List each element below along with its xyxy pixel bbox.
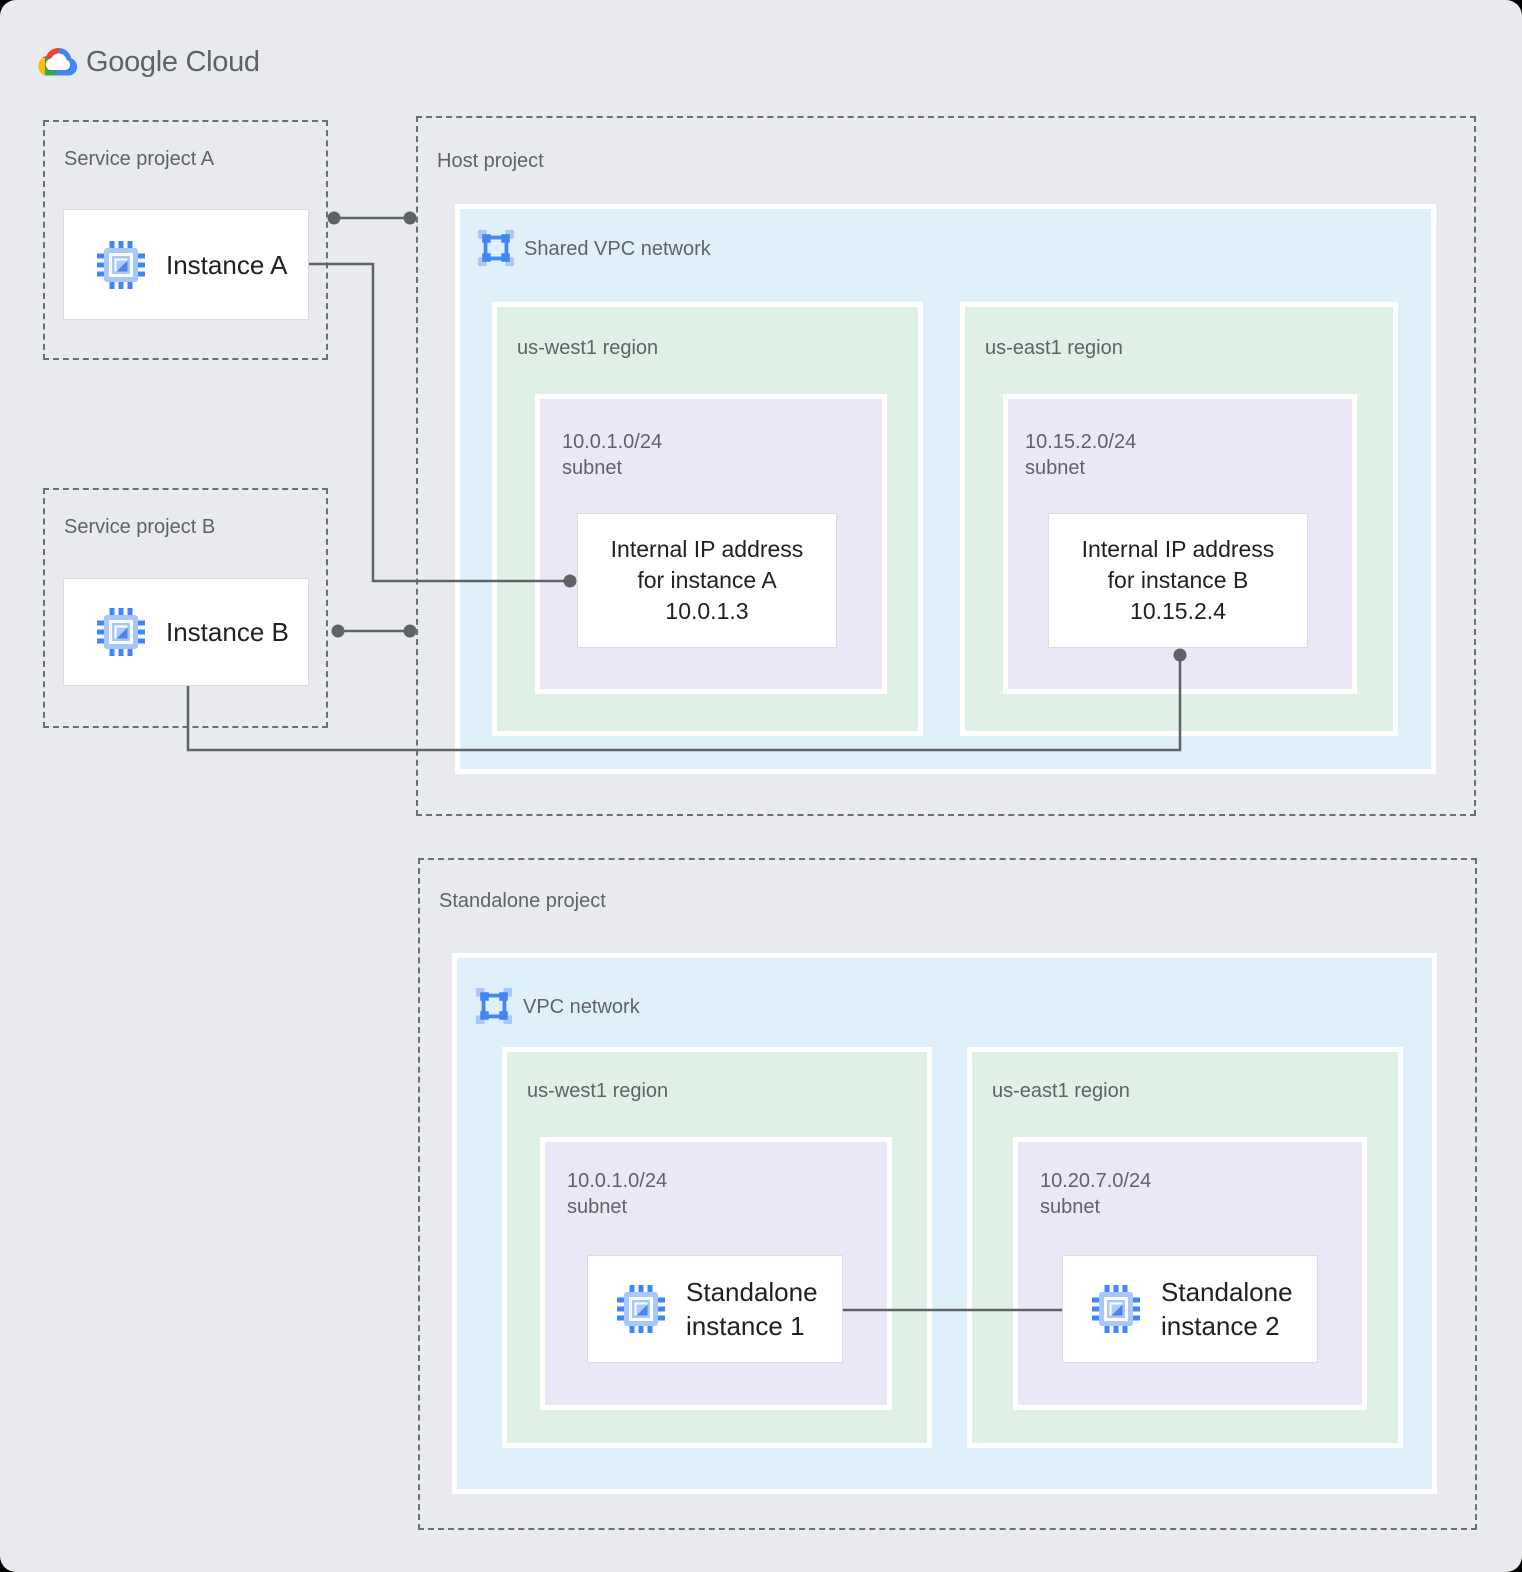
subnet-word: subnet — [1025, 457, 1086, 479]
host-project-label: Host project — [437, 150, 544, 172]
connector-dot — [327, 211, 341, 225]
compute-instance-icon — [97, 240, 145, 289]
subnet-word: subnet — [567, 1196, 628, 1218]
vpc-network-icon — [477, 229, 515, 267]
host-east-subnet-label: 10.15.2.0/24 subnet — [1025, 429, 1136, 481]
host-us-east1-region-label: us-east1 region — [985, 337, 1123, 359]
instance-b-label: Instance B — [166, 617, 289, 647]
ip-card-line: Internal IP address — [1081, 536, 1275, 562]
standalone-us-west1-region-label: us-west1 region — [527, 1080, 669, 1102]
subnet-cidr: 10.20.7.0/24 — [1040, 1170, 1152, 1192]
standalone-instance-1-card: Standalone instance 1 — [587, 1255, 843, 1363]
instance-label-line: instance 1 — [686, 1311, 805, 1341]
subnet-cidr: 10.15.2.0/24 — [1025, 431, 1137, 453]
vpc-network-label: VPC network — [523, 996, 640, 1018]
ip-card-line: for instance A — [637, 567, 777, 593]
vpc-network-icon — [475, 987, 513, 1025]
service-project-a-label: Service project A — [64, 148, 215, 170]
standalone-us-east1-region-label: us-east1 region — [992, 1080, 1130, 1102]
standalone-east-subnet-label: 10.20.7.0/24 subnet — [1040, 1168, 1151, 1220]
subnet-word: subnet — [562, 457, 623, 479]
instance-a-card: Instance A — [63, 209, 309, 320]
google-cloud-logo-icon — [38, 47, 78, 76]
logo-wordmark: Google Cloud — [86, 44, 260, 80]
standalone-project-box — [418, 858, 1477, 1530]
host-west-subnet-label: 10.0.1.0/24 subnet — [562, 429, 662, 481]
subnet-cidr: 10.0.1.0/24 — [562, 431, 663, 453]
subnet-word: subnet — [1040, 1196, 1101, 1218]
shared-vpc-network-label: Shared VPC network — [524, 238, 711, 260]
logo-brand-text: Google — [86, 46, 178, 78]
logo-product-text: Cloud — [185, 46, 260, 78]
compute-instance-icon — [1092, 1285, 1140, 1333]
internal-ip-instance-b-card: Internal IP address for instance B 10.15… — [1048, 513, 1308, 648]
ip-card-line: Internal IP address — [610, 536, 804, 562]
standalone-project-label: Standalone project — [439, 890, 606, 912]
compute-instance-icon — [617, 1285, 665, 1333]
connector-dot — [403, 624, 417, 638]
connector-dot — [403, 211, 417, 225]
standalone-instance-1-label: Standalone instance 1 — [686, 1275, 818, 1343]
service-project-b-box — [43, 488, 328, 728]
ip-card-line: for instance B — [1107, 567, 1249, 593]
instance-label-line: Standalone — [686, 1277, 818, 1307]
instance-b-card: Instance B — [63, 578, 309, 686]
compute-instance-icon — [97, 608, 145, 656]
standalone-west-subnet-label: 10.0.1.0/24 subnet — [567, 1168, 667, 1220]
ip-card-line: 10.15.2.4 — [1130, 598, 1226, 624]
service-project-a-box — [43, 120, 328, 360]
host-us-west1-region-label: us-west1 region — [517, 337, 659, 359]
internal-ip-instance-a-card: Internal IP address for instance A 10.0.… — [577, 513, 837, 648]
service-project-b-label: Service project B — [64, 516, 216, 538]
connector-dot — [331, 624, 345, 638]
instance-a-label: Instance A — [166, 249, 288, 280]
standalone-instance-2-card: Standalone instance 2 — [1062, 1255, 1318, 1363]
ip-card-line: 10.0.1.3 — [665, 598, 749, 624]
instance-label-line: instance 2 — [1161, 1311, 1280, 1341]
subnet-cidr: 10.0.1.0/24 — [567, 1170, 668, 1192]
standalone-instance-2-label: Standalone instance 2 — [1161, 1275, 1293, 1343]
instance-label-line: Standalone — [1161, 1277, 1293, 1307]
